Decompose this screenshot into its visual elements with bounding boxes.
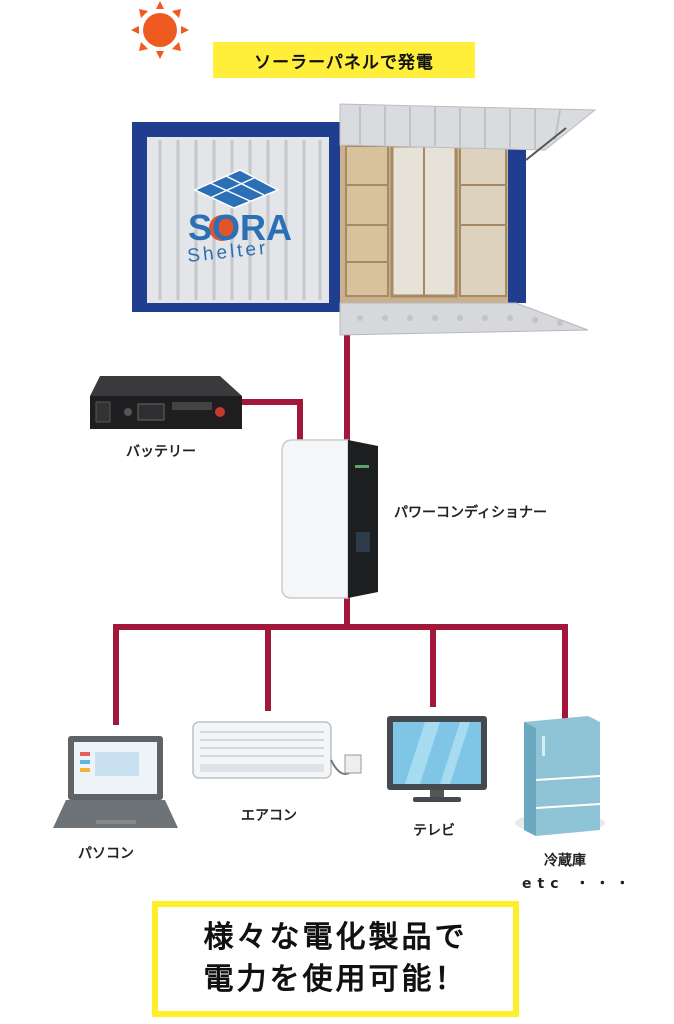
- laptop-icon: [53, 736, 178, 828]
- footer-line-2: 電力を使用可能！: [203, 962, 468, 997]
- footer-message-box: 様々な電化製品で 電力を使用可能！: [152, 901, 519, 1017]
- pc-label: パソコン: [78, 846, 134, 862]
- fridge-label: 冷蔵庫: [544, 853, 586, 869]
- refrigerator-icon: [515, 716, 605, 836]
- inverter-image: [281, 439, 378, 599]
- aircon-label: エアコン: [241, 808, 297, 824]
- air-conditioner-icon: [192, 721, 362, 779]
- battery-image: [90, 376, 242, 429]
- tv-icon: [387, 716, 487, 802]
- sun-icon: [131, 1, 189, 59]
- inverter-label: パワーコンディショナー: [394, 505, 548, 521]
- header-title: ソーラーパネルで発電: [254, 52, 434, 73]
- power-wires: [113, 332, 568, 725]
- shelter-container-image: SORA Shelter: [132, 103, 597, 336]
- footer-line-1: 様々な電化製品で: [203, 920, 468, 955]
- logo-text-sora: SORA: [188, 207, 292, 248]
- header-title-band: ソーラーパネルで発電: [213, 42, 475, 78]
- etc-label: etc ・・・: [522, 876, 636, 892]
- tv-label: テレビ: [413, 823, 455, 839]
- sora-shelter-logo: SORA Shelter: [186, 169, 292, 267]
- battery-label: バッテリー: [126, 444, 196, 460]
